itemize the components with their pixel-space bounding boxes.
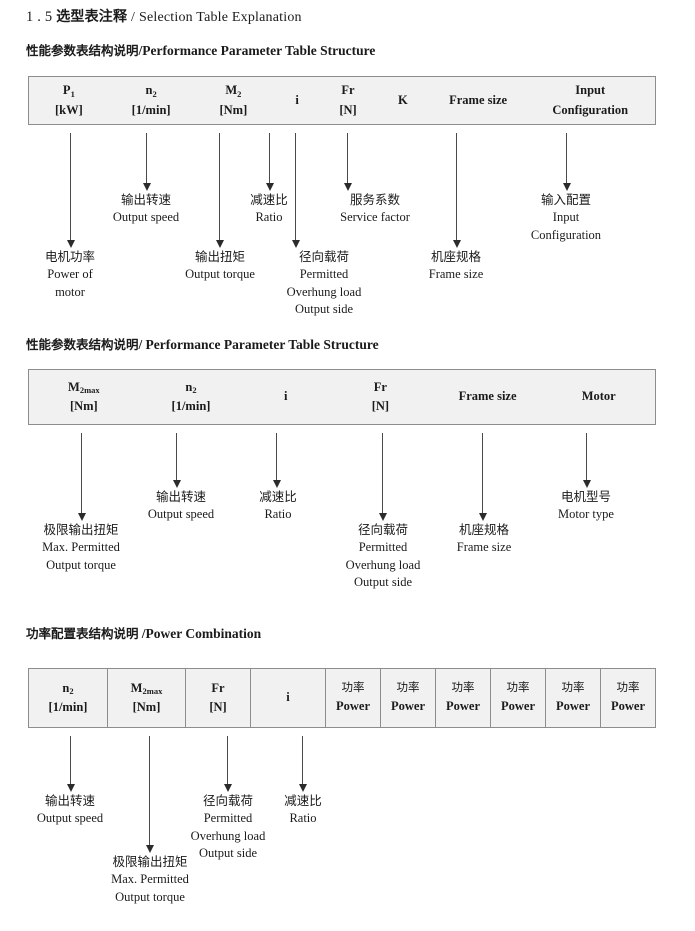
label-ratio-3: 减速比 Ratio [284,793,322,825]
label-output-speed: 输出转速 Output speed [112,192,180,224]
power-combination-table: n2 [1/min] M2max [Nm] Fr [N] i 功率 Power … [28,668,656,728]
section2-heading-cn: 性能参数表结构说明 [26,337,139,352]
section2-heading-en: Performance Parameter Table Structure [145,337,379,352]
table3-col-power-5: 功率 Power [545,669,600,727]
label-ratio-2: 减速比 Ratio [259,489,297,521]
section3-heading-cn: 功率配置表结构说明 [26,626,139,641]
section-heading-cn: 性能参数表结构说明 [26,43,139,58]
table2-col-i: i [283,389,288,404]
table1-col-frame-size: Frame size [449,92,508,107]
arrow-service-factor [343,133,352,191]
table1-col-i: i [295,92,299,107]
table1-col-fr: Fr [N] [339,83,357,117]
label-service-factor: 服务系数 Service factor [340,192,410,224]
arrow-max-permitted-output-torque [77,433,86,521]
section3-heading-en: Power Combination [145,626,262,641]
label-frame-size: 机座规格 Frame size [428,249,484,281]
table1-col-m2: M2 [Nm] [219,83,248,117]
label-output-speed-2: 输出转速 Output speed [147,489,215,521]
label-overhung-load: 径向载荷 Permitted Overhung load Output side [286,249,362,317]
section-heading-sep: / [138,43,143,58]
table3-col-power-4: 功率 Power [490,669,545,727]
table3-col-i: i [250,669,325,727]
section-heading-en: Performance Parameter Table Structure [142,43,376,58]
label-output-speed-3: 输出转速 Output speed [36,793,104,825]
table3-col-power-1: 功率 Power [325,669,380,727]
table1-col-n2: n2 [1/min] [131,83,171,117]
table2-col-m2max: M2max [Nm] [68,379,100,413]
section2-heading-sep: / [138,337,143,352]
label-overhung-load-3: 径向载荷 Permitted Overhung load Output side [190,793,266,861]
arrow-power-of-motor [66,133,75,248]
arrow-ratio-3 [298,736,307,792]
table3-col-m2max: M2max [Nm] [107,669,185,727]
section3-heading-sep: / [141,626,146,641]
section-number: 1 . 5 [26,9,53,25]
label-motor-type: 电机型号 Motor type [558,489,614,521]
label-input-configuration: 输入配置 Input Configuration [530,192,602,242]
table3-col-power-3: 功率 Power [435,669,490,727]
label-frame-size-2: 机座规格 Frame size [456,522,512,554]
table2-col-n2: n2 [1/min] [171,379,211,413]
arrow-output-speed [142,133,151,191]
section-heading-performance-parameter-2: 性能参数表结构说明/ Performance Parameter Table S… [26,334,379,353]
section-heading-power-combination: 功率配置表结构说明 /Power Combination [26,623,261,642]
arrow-frame-size [452,133,461,248]
table2-col-frame-size: Frame size [458,389,517,404]
table3-col-fr: Fr [N] [185,669,250,727]
label-power-of-motor: 电机功率 Power of motor [44,249,96,299]
table1-col-k: K [397,92,408,107]
label-overhung-load-2: 径向载荷 Permitted Overhung load Output side [345,522,421,590]
arrow-max-permitted-output-torque-3 [145,736,154,853]
arrow-output-speed-2 [172,433,181,488]
arrow-overhung-load-2 [378,433,387,521]
arrow-ratio [265,133,274,191]
table1-col-p1: P1 [kW] [54,83,83,117]
page-title-separator: / [131,10,136,25]
table2-col-motor: Motor [581,389,616,404]
arrow-motor-type [582,433,591,488]
table3-col-power-6: 功率 Power [600,669,655,727]
performance-parameter-table-1: P1 [kW] n2 [1/min] M2 [Nm] i Fr [N] K Fr… [28,76,656,125]
table2-col-fr: Fr [N] [371,379,390,413]
arrow-output-torque [215,133,224,248]
section-heading-performance-parameter-1: 性能参数表结构说明/Performance Parameter Table St… [26,40,375,59]
page-title-cn: 选型表注释 [56,9,128,25]
table1-col-input-configuration: Input Configuration [552,83,629,117]
label-max-permitted-output-torque-3: 极限输出扭矩 Max. Permitted Output torque [111,854,189,904]
performance-parameter-table-2: M2max [Nm] n2 [1/min] i Fr [N] Frame siz… [28,369,656,425]
label-max-permitted-output-torque: 极限输出扭矩 Max. Permitted Output torque [42,522,120,572]
label-output-torque: 输出扭矩 Output torque [185,249,255,281]
arrow-frame-size-2 [478,433,487,521]
page-title: 1 . 5 选型表注释 / Selection Table Explanatio… [26,6,302,26]
table3-col-power-2: 功率 Power [380,669,435,727]
table3-col-n2: n2 [1/min] [48,680,88,714]
arrow-ratio-2 [272,433,281,488]
page-title-en: Selection Table Explanation [138,10,302,25]
arrow-overhung-load-3 [223,736,232,792]
label-ratio: 减速比 Ratio [250,192,288,224]
arrow-output-speed-3 [66,736,75,792]
arrow-input-config [562,133,571,191]
arrow-overhung-load [291,133,300,248]
